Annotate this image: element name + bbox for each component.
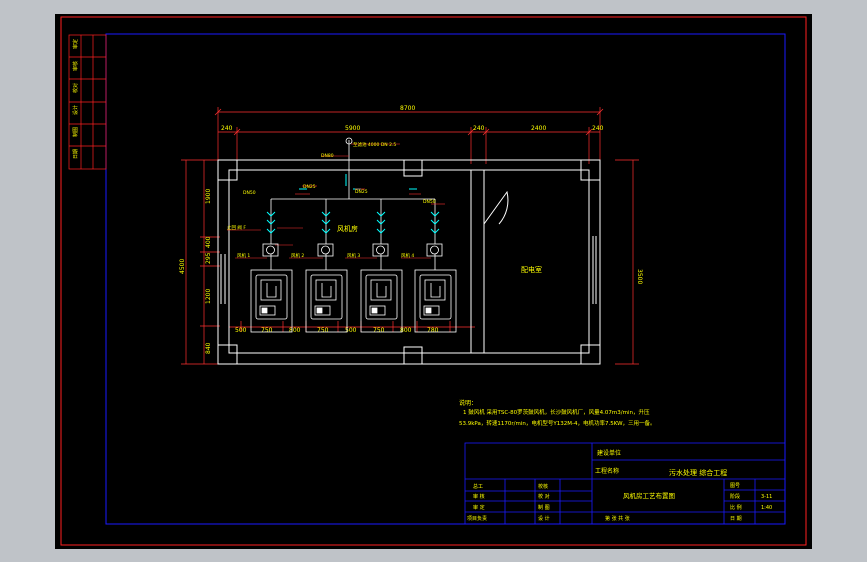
margin-cell-1: 审定 [72,39,79,49]
pipe-top-label: 至滤池 4000 DN 2.5 [353,141,396,148]
margin-cell-4: 设计 [72,105,79,115]
branch-label-2: DN25 [303,184,316,190]
pipe-small-label: DN80 [321,153,334,159]
dim-left-4: 1200 [205,289,212,304]
branch-label-4: DN50 [423,199,436,205]
right-label-1: 图号 [730,483,740,489]
blower-units [250,243,457,333]
unit-label: 建设单位 [597,449,621,457]
equipment-label-3: 风机 3 [347,252,360,259]
inner-border [105,33,786,525]
equipment-label-4: 风机 4 [401,252,414,259]
right-label-4: 日 期 [730,516,742,522]
margin-cell-5: 制图 [72,127,79,137]
notes-line-2: 53.9kPa，转速1170r/min，电机型号Y132M-4，电机功率7.5K… [459,419,656,427]
building-walls [217,159,601,365]
dim-right: 3500 [636,269,643,284]
right-label-2: 阶段 [730,493,740,500]
drawing-title: 风机房工艺布置图 [623,491,675,500]
dim-bottom-3: 800 [289,327,301,334]
branch-label-3: DN25 [355,189,368,195]
blower-2 [305,243,348,333]
margin-cell-2: 审核 [72,61,79,71]
equipment-label-1: 风机 1 [237,252,250,259]
dim-left-total: 4500 [179,259,186,274]
outer-frame [60,16,807,546]
cad-viewport[interactable]: 审定 审核 校对 设计 制图 日期 [55,14,812,549]
leader-lines [227,143,445,259]
dim-top-1: 240 [221,125,233,132]
dim-bottom-4: 750 [317,327,329,334]
row-mid-4: 设 计 [538,515,550,522]
notes-title: 说明： [459,399,477,407]
drawing-canvas: 审定 审核 校对 设计 制图 日期 [60,16,807,546]
dim-bottom-5: 500 [345,327,357,334]
project-name: 污水处理 综合工程 [669,468,727,477]
row-left-4: 项目负责 [467,515,487,522]
right-value-2: 3-11 [761,494,772,500]
notes-line-1: 1 鼓风机 采用TSC-80罗茨鼓风机，长沙鼓风机厂，风量4.07m3/min，… [463,408,650,416]
dim-left-5: 840 [205,342,212,354]
dimension-lines [181,107,639,365]
margin-table [68,34,107,170]
row-left-2: 审 核 [473,493,485,500]
blower-3 [360,243,403,333]
dim-top-3: 240 [473,125,485,132]
row-mid-1: 校核 [538,483,548,490]
title-block [464,442,786,525]
fan-room-label: 风机房 [337,224,358,233]
sheet-text: 第 张 共 张 [605,515,630,522]
valve-note: 止回 阀 F [227,224,246,231]
dim-top-4: 2400 [531,125,546,132]
dim-bottom-8: 780 [427,327,439,334]
equipment-label-2: 风机 2 [291,252,304,259]
dim-left-1: 1900 [205,189,212,204]
right-label-3: 比 例 [730,504,742,511]
dim-bottom-7: 800 [400,327,412,334]
row-left-1: 总工 [473,483,483,490]
dim-overall: 8700 [400,105,415,112]
blower-1 [250,243,293,333]
dim-top-5: 240 [592,125,604,132]
right-value-3: 1:40 [761,505,772,511]
distribution-room-label: 配电室 [521,265,542,274]
row-mid-3: 制 图 [538,504,550,511]
margin-cell-3: 校对 [72,83,79,93]
dim-top-2: 5900 [345,125,360,132]
margin-cell-6: 日期 [73,149,79,159]
dim-bottom-6: 750 [373,327,385,334]
blower-4 [414,243,457,333]
branch-label-1: DN50 [243,190,256,196]
dim-bottom-1: 500 [235,327,247,334]
row-left-3: 审 定 [473,504,485,511]
dim-left-3: 295 [205,252,212,264]
air-pipes [270,137,436,270]
dim-bottom-2: 750 [261,327,273,334]
row-mid-2: 校 对 [538,493,550,500]
project-label: 工程名称 [595,467,619,475]
dim-left-2: 400 [205,236,212,248]
